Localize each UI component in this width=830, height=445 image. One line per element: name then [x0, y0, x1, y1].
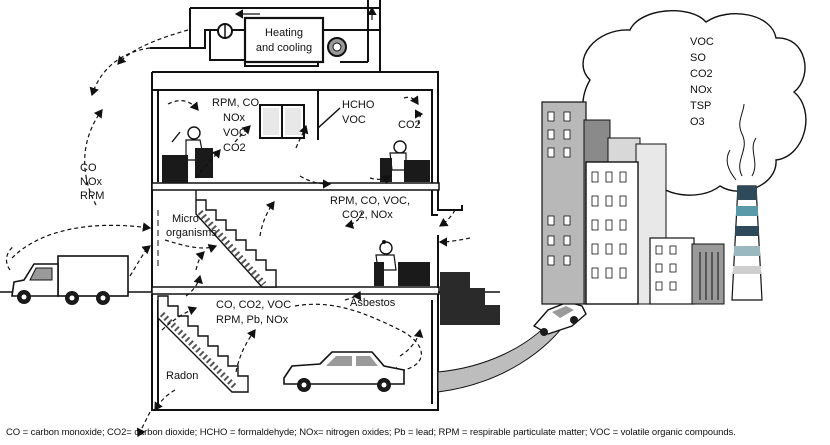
outdoor-left-line3: RPM — [80, 190, 104, 202]
car-in-garage — [283, 351, 405, 392]
airflow-arrows — [11, 29, 471, 438]
micro-organisms-line2: organisms — [166, 227, 217, 239]
cloud-line3: CO2 — [690, 68, 713, 80]
house — [0, 71, 573, 411]
hvac-label-line1: Heating — [265, 27, 303, 39]
middle-pollutants-line2: CO2, NOx — [342, 209, 393, 221]
radon-label: Radon — [166, 370, 198, 382]
upper-right-label: CO2 — [398, 119, 421, 131]
legend-caption: CO = carbon monoxide; CO2= carbon dioxid… — [6, 427, 736, 438]
city-skyline — [541, 10, 807, 305]
cloud-line5: TSP — [690, 100, 711, 112]
upper-left-line3: VOC — [223, 127, 247, 139]
middle-pollutants-line1: RPM, CO, VOC, — [330, 195, 410, 207]
basement-pollutants-line1: CO, CO2, VOC — [216, 299, 291, 311]
ground-floor-slab — [151, 286, 440, 295]
basement-walls — [151, 294, 439, 411]
outdoor-left-line1: CO — [80, 162, 97, 174]
hvac-label-line2: and cooling — [256, 42, 312, 54]
upper-floor-slab — [151, 182, 440, 191]
person-upper-left — [162, 126, 213, 183]
upper-middle-line1: HCHO — [342, 99, 375, 111]
upper-stairs — [195, 190, 277, 288]
upper-left-line2: NOx — [223, 112, 246, 124]
smokestack — [731, 185, 763, 301]
cloud-line2: SO — [690, 52, 706, 64]
labels: CO NOx RPM VOC SO CO2 NOx TSP O3 RPM, CO… — [80, 36, 714, 382]
hvac-system: Heating and cooling — [150, 0, 381, 72]
cloud-line1: VOC — [690, 36, 714, 48]
car-on-street — [532, 301, 587, 336]
hvac-unit — [243, 16, 325, 64]
asbestos-label: Asbestos — [350, 297, 396, 309]
micro-organisms-line1: Micro- — [172, 213, 203, 225]
upper-left-line4: CO2 — [223, 142, 246, 154]
outdoor-left-line2: NOx — [80, 176, 103, 188]
cloud-line4: NOx — [690, 84, 713, 96]
basement-pollutants-line2: RPM, Pb, NOx — [216, 314, 289, 326]
upper-middle-line2: VOC — [342, 114, 366, 126]
delivery-truck — [5, 245, 129, 305]
upper-left-line1: RPM, CO — [212, 97, 260, 109]
exterior-steps — [440, 272, 500, 325]
person-middle-floor — [374, 240, 430, 286]
basement-stairs — [157, 295, 249, 393]
office-tower-2 — [585, 161, 639, 305]
person-upper-right — [380, 140, 430, 182]
cloud-line6: O3 — [690, 116, 705, 128]
